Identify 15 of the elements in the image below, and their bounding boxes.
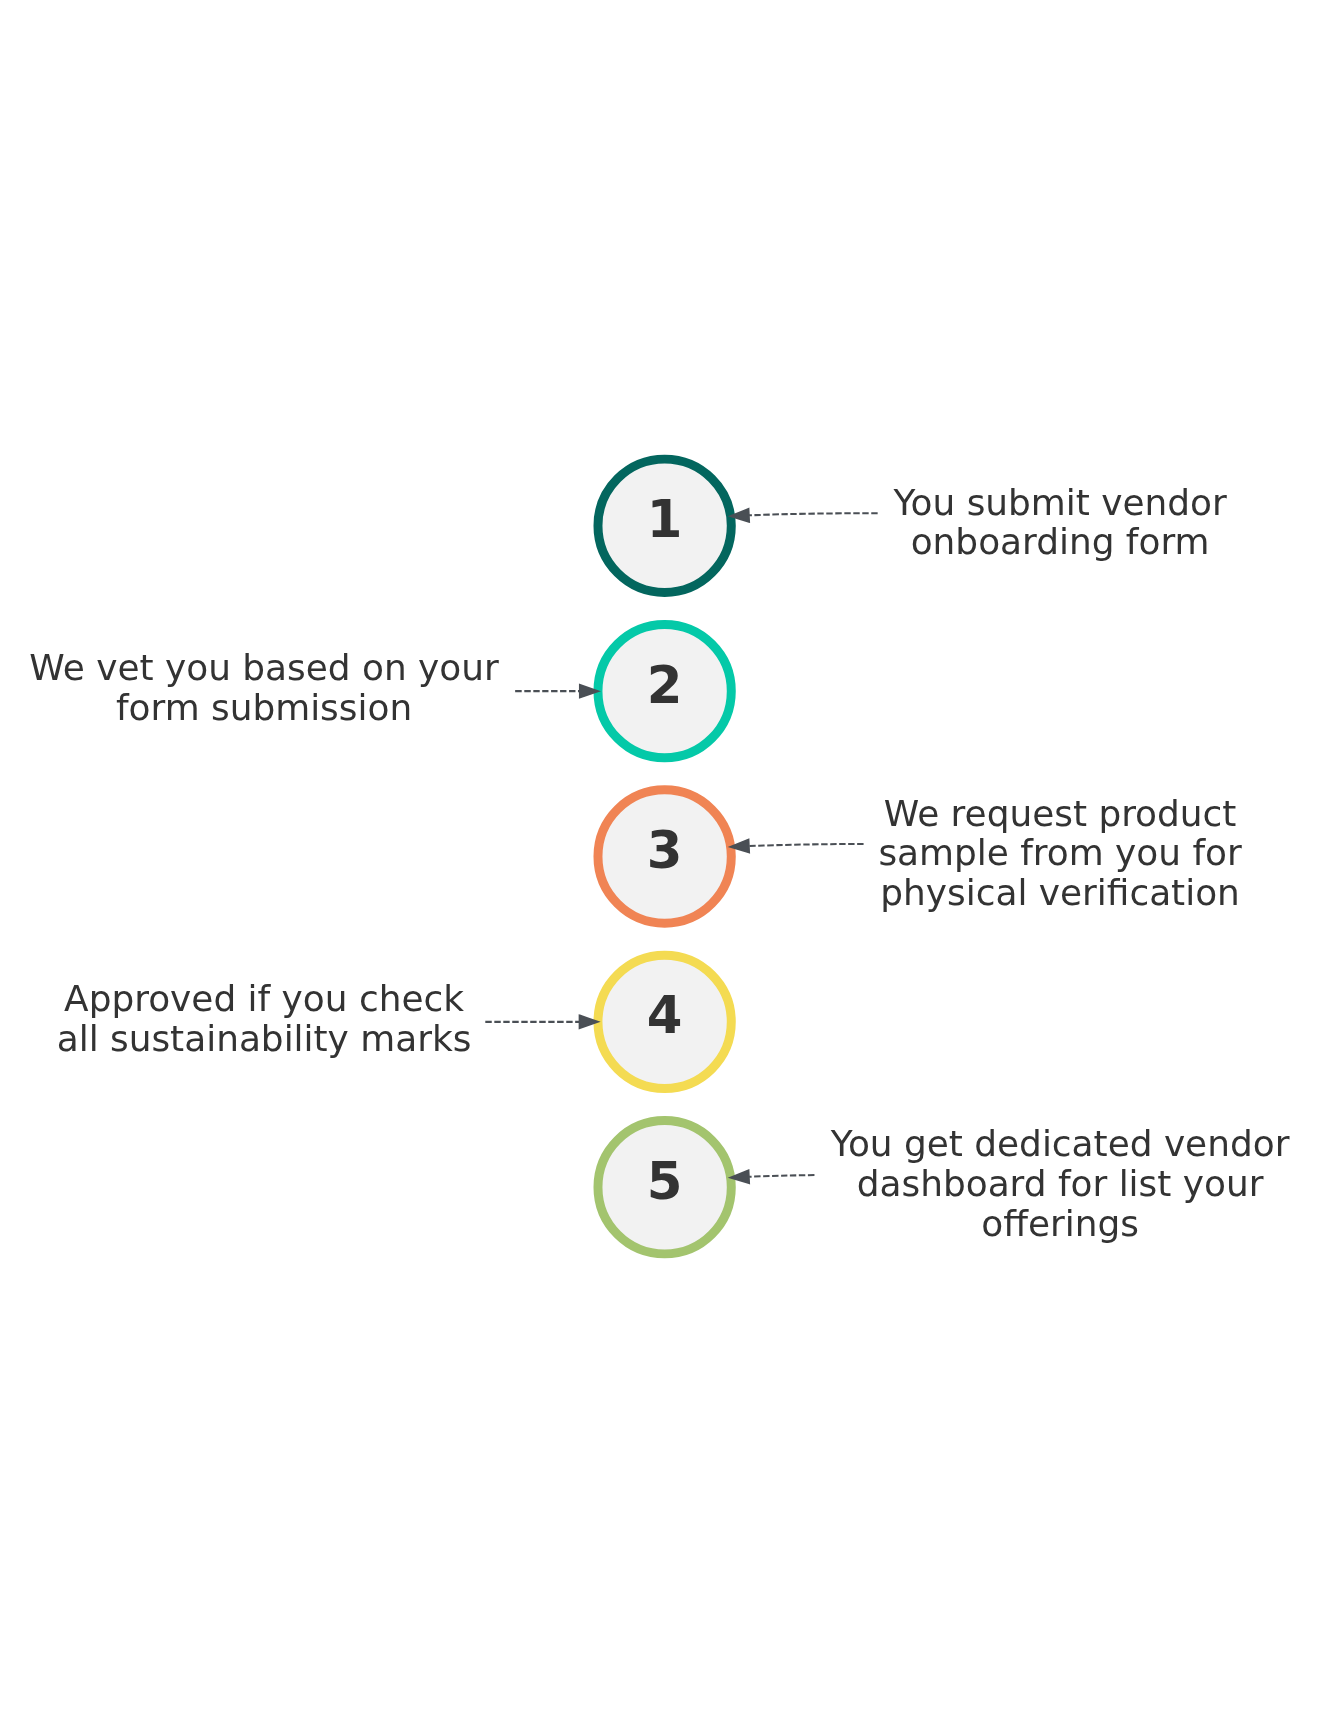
node-text: Approved if you check all sustainability marks <box>56 977 472 1059</box>
node-text: We request product sample from you for physical verification <box>878 792 1242 913</box>
arrow <box>485 1013 601 1030</box>
node-text: You submit vendor onboarding form <box>893 481 1227 562</box>
node-circle: 4 <box>593 950 736 1093</box>
arrow <box>727 1168 815 1184</box>
arrow <box>727 507 878 523</box>
node-text: You get dedicated vendor dashboard for list your offerings <box>830 1122 1290 1244</box>
arrow <box>727 837 864 854</box>
node-circle: 3 <box>593 784 736 928</box>
node-circle: 5 <box>593 1115 736 1258</box>
node-text: We vet you based on your form submission <box>29 646 499 728</box>
arrow <box>515 682 602 699</box>
node-circle: 2 <box>593 619 736 762</box>
node-circle: 1 <box>593 454 736 597</box>
